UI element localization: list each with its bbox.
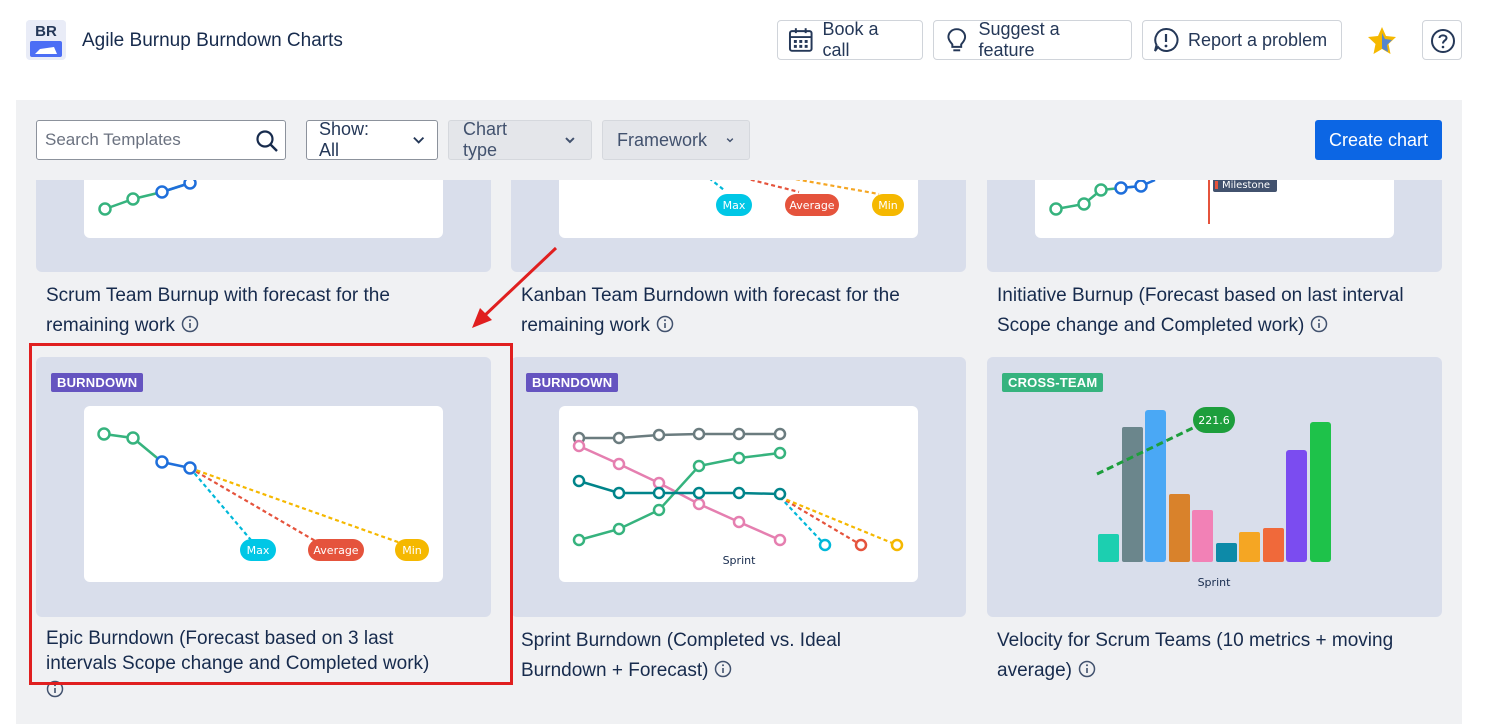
card-title[interactable]: Epic Burndown (Forecast based on 3 last … <box>46 626 466 703</box>
suggest-feature-button[interactable]: Suggest a feature <box>933 19 1132 60</box>
report-icon <box>1154 27 1179 52</box>
initiative-chart-preview: Milestone <box>1049 180 1277 224</box>
template-thumbnail[interactable]: Milestone <box>987 180 1442 272</box>
chart-type-dropdown[interactable]: Chart type <box>448 119 592 160</box>
moving-average-badge: 221.6 <box>1198 414 1230 427</box>
report-problem-button[interactable]: Report a problem <box>1142 20 1342 60</box>
template-thumbnail[interactable]: BURNDOWN Max Average Min <box>36 357 491 617</box>
lightbulb-icon <box>947 28 967 52</box>
info-icon[interactable] <box>656 315 674 333</box>
card-title[interactable]: Sprint Burndown (Completed vs. Ideal Bur… <box>521 630 841 681</box>
help-icon <box>1431 29 1455 53</box>
x-axis-label: Sprint <box>1198 576 1232 589</box>
min-label: Min <box>878 199 898 212</box>
velocity-chart-preview: 221.6 Sprint <box>1096 407 1331 589</box>
template-thumbnail[interactable]: Max Average Min <box>511 180 966 272</box>
epic-burndown-chart-preview: Max Average Min <box>97 427 429 561</box>
annotation-arrow <box>472 246 558 328</box>
report-problem-label: Report a problem <box>1188 29 1328 50</box>
templates-panel: Show: All Chart type Framework Create ch… <box>16 100 1462 724</box>
show-filter-select[interactable]: Show: All <box>306 119 438 160</box>
sprint-burndown-chart-preview: Sprint <box>572 427 904 567</box>
average-label: Average <box>789 199 834 212</box>
kanban-chart-preview: Max Average Min <box>709 180 904 216</box>
search-box[interactable] <box>36 120 286 160</box>
app-title: Agile Burnup Burndown Charts <box>82 30 343 51</box>
chevron-down-icon <box>412 136 424 144</box>
create-chart-button[interactable]: Create chart <box>1315 120 1442 160</box>
max-label: Max <box>723 199 746 212</box>
info-icon[interactable] <box>1078 660 1096 678</box>
search-input[interactable] <box>45 130 245 150</box>
book-call-label: Book a call <box>822 19 879 60</box>
burnup-chart-preview <box>98 180 197 216</box>
category-tag: CROSS-TEAM <box>1002 373 1104 392</box>
show-filter-value: Show: All <box>319 119 370 160</box>
star-icon[interactable] <box>1366 25 1398 57</box>
framework-dropdown[interactable]: Framework <box>602 120 750 160</box>
chevron-down-icon <box>726 138 734 143</box>
template-thumbnail[interactable]: BURNDOWN Sprint <box>511 357 966 617</box>
template-thumbnail[interactable]: CROSS-TEAM 221.6 Sprint <box>987 357 1442 617</box>
x-axis-label: Sprint <box>723 554 757 567</box>
card-title[interactable]: Scrum Team Burnup with forecast for the … <box>46 285 390 336</box>
info-icon[interactable] <box>1310 315 1328 333</box>
chart-type-label: Chart type <box>463 119 508 160</box>
info-icon[interactable] <box>714 660 732 678</box>
help-button[interactable] <box>1422 20 1462 60</box>
suggest-feature-label: Suggest a feature <box>978 19 1060 60</box>
info-icon[interactable] <box>181 315 199 333</box>
card-title[interactable]: Initiative Burnup (Forecast based on las… <box>997 285 1404 336</box>
category-tag: BURNDOWN <box>51 373 144 392</box>
logo-text: BR <box>35 23 57 40</box>
card-title[interactable]: Velocity for Scrum Teams (10 metrics + m… <box>997 630 1394 681</box>
min-label: Min <box>402 544 422 557</box>
framework-label: Framework <box>617 129 708 150</box>
template-thumbnail[interactable] <box>36 180 491 272</box>
calendar-icon <box>788 28 813 52</box>
highlight-box <box>29 343 513 685</box>
search-icon[interactable] <box>255 129 279 153</box>
book-call-button[interactable]: Book a call <box>777 19 923 60</box>
chevron-down-icon <box>565 137 575 144</box>
card-title[interactable]: Kanban Team Burndown with forecast for t… <box>521 285 900 336</box>
template-grid: Max Average Min Milestone <box>16 180 1462 724</box>
app-logo: BR <box>26 20 66 60</box>
average-label: Average <box>313 544 358 557</box>
max-label: Max <box>247 544 270 557</box>
category-tag: BURNDOWN <box>526 373 619 392</box>
milestone-label: Milestone <box>1222 180 1270 191</box>
